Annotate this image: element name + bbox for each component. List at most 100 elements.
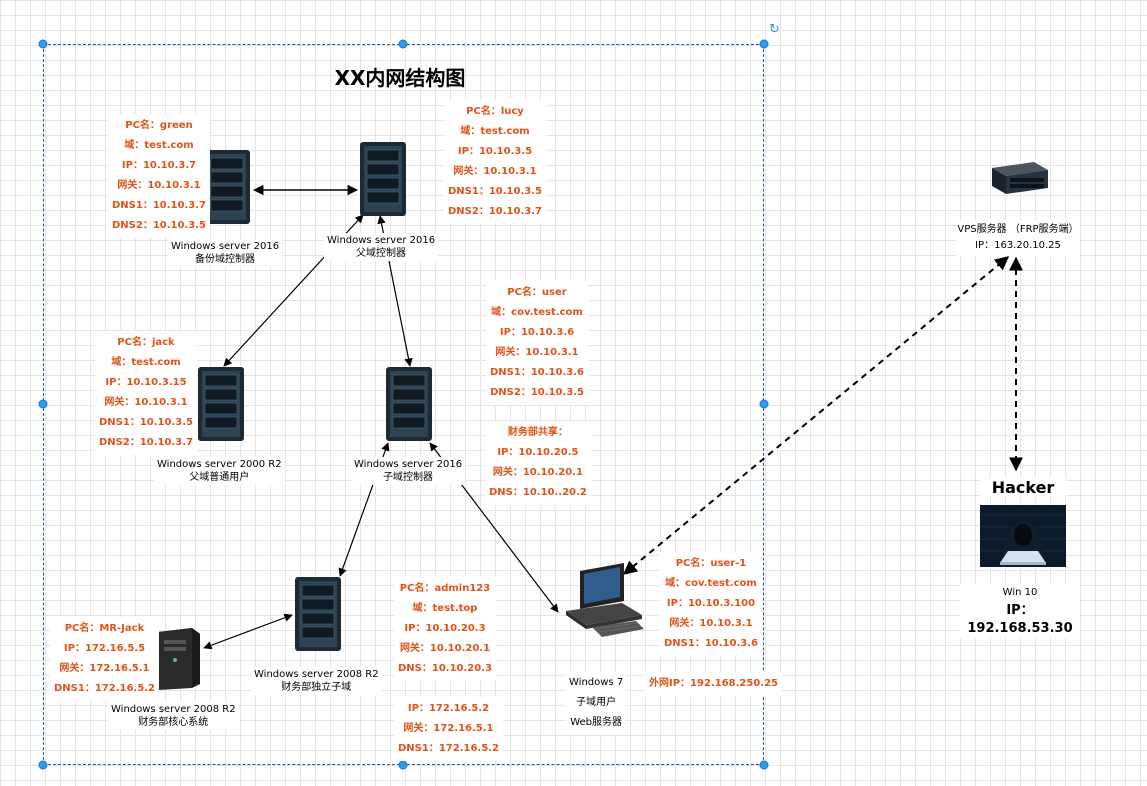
label-hacker-os: Win 10 [1002, 587, 1038, 598]
info-dns1: DNS1：10.10.3.5 [99, 417, 193, 428]
resize-handle-top-right[interactable] [759, 39, 769, 49]
hacker-image-icon[interactable] [980, 505, 1066, 567]
label-parent-user: Windows server 2000 R2 父域普通用户 [154, 457, 285, 485]
info-pc-name: PC名：MR-Jack [64, 623, 145, 634]
info-ip: IP：10.10.3.5 [457, 146, 533, 157]
info-box-finance-core: PC名：MR-Jack IP：172.16.5.5 网关：172.16.5.1 … [50, 617, 159, 701]
vps-server-icon[interactable] [990, 160, 1048, 194]
resize-handle-bottom-left[interactable] [38, 760, 48, 770]
info-ip: IP：10.10.3.15 [105, 377, 187, 388]
label-backup-dc: Windows server 2016 备份域控制器 [168, 239, 283, 267]
label-role: 父域控制器 [356, 248, 407, 259]
label-os: Windows server 2016 [327, 235, 436, 246]
resize-handle-left[interactable] [38, 399, 48, 409]
info-domain: 域：cov.test.com [665, 578, 757, 589]
info-gateway: 网关：172.16.5.1 [59, 663, 150, 674]
label-role: 财务部核心系统 [138, 717, 209, 728]
info-box-web-server: PC名：user-1 域：cov.test.com IP：10.10.3.100… [660, 552, 762, 656]
info-ip: IP：10.10.3.6 [499, 327, 575, 338]
server-finance-child-icon[interactable] [295, 577, 341, 651]
info-share-title: 财务部共享： [507, 427, 568, 438]
info-dns1: DNS1：10.10.3.6 [664, 638, 758, 649]
info-dns1: DNS1：172.16.5.2 [54, 683, 155, 694]
info-dns1: DNS1：10.10.3.7 [112, 200, 206, 211]
server-parent-dc-icon[interactable] [360, 142, 406, 216]
label-vps-ip: IP：163.20.10.25 [975, 240, 1061, 251]
label-hacker: Win 10 IP：192.168.53.30 [960, 584, 1080, 638]
label-os: Windows 7 [569, 677, 624, 688]
info-gateway: 网关：10.10.20.1 [399, 643, 491, 654]
resize-handle-top-left[interactable] [38, 39, 48, 49]
label-role: 备份域控制器 [195, 254, 256, 265]
info-box-finance-child: PC名：admin123 域：test.top IP：10.10.20.3 网关… [394, 577, 496, 681]
info-pc-name: PC名：jack [117, 337, 175, 348]
hacker-title: Hacker [980, 478, 1066, 497]
label-vps-name: VPS服务器 （FRP服务端） [957, 224, 1079, 235]
label-finance-core: Windows server 2008 R2 财务部核心系统 [108, 702, 239, 730]
info-box-web-external: 外网IP：192.168.250.25 [645, 672, 782, 696]
label-vps: VPS服务器 （FRP服务端） IP：163.20.10.25 [956, 220, 1080, 256]
info-gateway: 网关：172.16.5.1 [403, 723, 494, 734]
label-os: Windows server 2000 R2 [157, 459, 282, 470]
desktop-web-server-icon[interactable] [562, 563, 644, 641]
info-gateway: 网关：10.10.20.1 [492, 467, 583, 478]
resize-handle-bottom[interactable] [398, 760, 408, 770]
info-dns1: DNS1：10.10.3.5 [448, 186, 542, 197]
info-ip: IP：10.10.20.3 [404, 623, 486, 634]
info-ip: IP：172.16.5.5 [63, 643, 146, 654]
info-dns: DNS：10.10.20.3 [398, 663, 492, 674]
label-role: 子域控制器 [383, 472, 434, 483]
info-dns1: DNS1：10.10.3.6 [490, 367, 584, 378]
link-finance-core [203, 613, 293, 650]
label-finance-child: Windows server 2008 R2 财务部独立子域 [251, 667, 382, 695]
info-ip: IP：10.10.3.7 [121, 160, 197, 171]
info-gateway: 网关：10.10.3.1 [104, 397, 188, 408]
info-domain: 域：test.com [111, 357, 181, 368]
server-parent-user-icon[interactable] [198, 367, 244, 441]
info-pc-name: PC名：admin123 [399, 583, 491, 594]
info-gateway: 网关：10.10.3.1 [495, 347, 579, 358]
label-hacker-ip: IP：192.168.53.30 [967, 603, 1073, 636]
info-dns2: DNS2：10.10.3.7 [99, 437, 193, 448]
info-dns2: DNS2：10.10.3.5 [112, 220, 206, 231]
info-box-child-dc: PC名：user 域：cov.test.com IP：10.10.3.6 网关：… [486, 281, 588, 405]
server-backup-dc-icon[interactable] [204, 150, 250, 224]
info-dns1: DNS1：172.16.5.2 [398, 743, 499, 754]
info-gateway: 网关：10.10.3.1 [669, 618, 753, 629]
label-os: Windows server 2016 [354, 459, 463, 470]
info-pc-name: PC名：user-1 [675, 558, 747, 569]
rotate-icon[interactable]: ↻ [769, 22, 780, 37]
label-web-server: Windows 7 子域用户 Web服务器 [566, 672, 627, 734]
label-role: 子域用户 [576, 697, 617, 708]
info-dns2: DNS2：10.10.3.5 [490, 387, 584, 398]
label-role: 父域普通用户 [189, 472, 250, 483]
resize-handle-bottom-right[interactable] [759, 760, 769, 770]
info-dns: DNS：10.10..20.2 [489, 487, 587, 498]
info-domain: 域：test.com [124, 140, 194, 151]
info-domain: 域：test.top [412, 603, 478, 614]
label-child-dc: Windows server 2016 子域控制器 [351, 457, 466, 485]
label-parent-dc: Windows server 2016 父域控制器 [324, 233, 439, 261]
info-pc-name: PC名：user [507, 287, 567, 298]
info-ip: IP：10.10.3.100 [666, 598, 756, 609]
info-ip: IP：172.16.5.2 [407, 703, 490, 714]
diagram-title: XX内网结构图 [334, 66, 466, 90]
info-box-finance-child-internal: IP：172.16.5.2 网关：172.16.5.1 DNS1：172.16.… [394, 697, 503, 761]
pc-tower-finance-core-icon[interactable] [152, 628, 200, 690]
info-box-parent-dc: PC名：lucy 域：test.com IP：10.10.3.5 网关：10.1… [444, 100, 546, 224]
info-domain: 域：test.com [460, 126, 530, 137]
info-domain: 域：cov.test.com [491, 307, 583, 318]
label-os: Windows server 2008 R2 [254, 669, 379, 680]
info-gateway: 网关：10.10.3.1 [453, 166, 537, 177]
info-dns2: DNS2：10.10.3.7 [448, 206, 542, 217]
info-external-ip: 外网IP：192.168.250.25 [649, 678, 778, 689]
server-child-dc-icon[interactable] [386, 367, 432, 441]
resize-handle-top[interactable] [398, 39, 408, 49]
info-box-finance-share: 财务部共享： IP：10.10.20.5 网关：10.10.20.1 DNS：1… [485, 421, 591, 505]
label-os: Windows server 2016 [171, 241, 280, 252]
link-web-vps [622, 256, 1010, 575]
info-pc-name: PC名：lucy [466, 106, 524, 117]
label-role2: Web服务器 [570, 717, 622, 728]
info-pc-name: PC名：green [125, 120, 193, 131]
